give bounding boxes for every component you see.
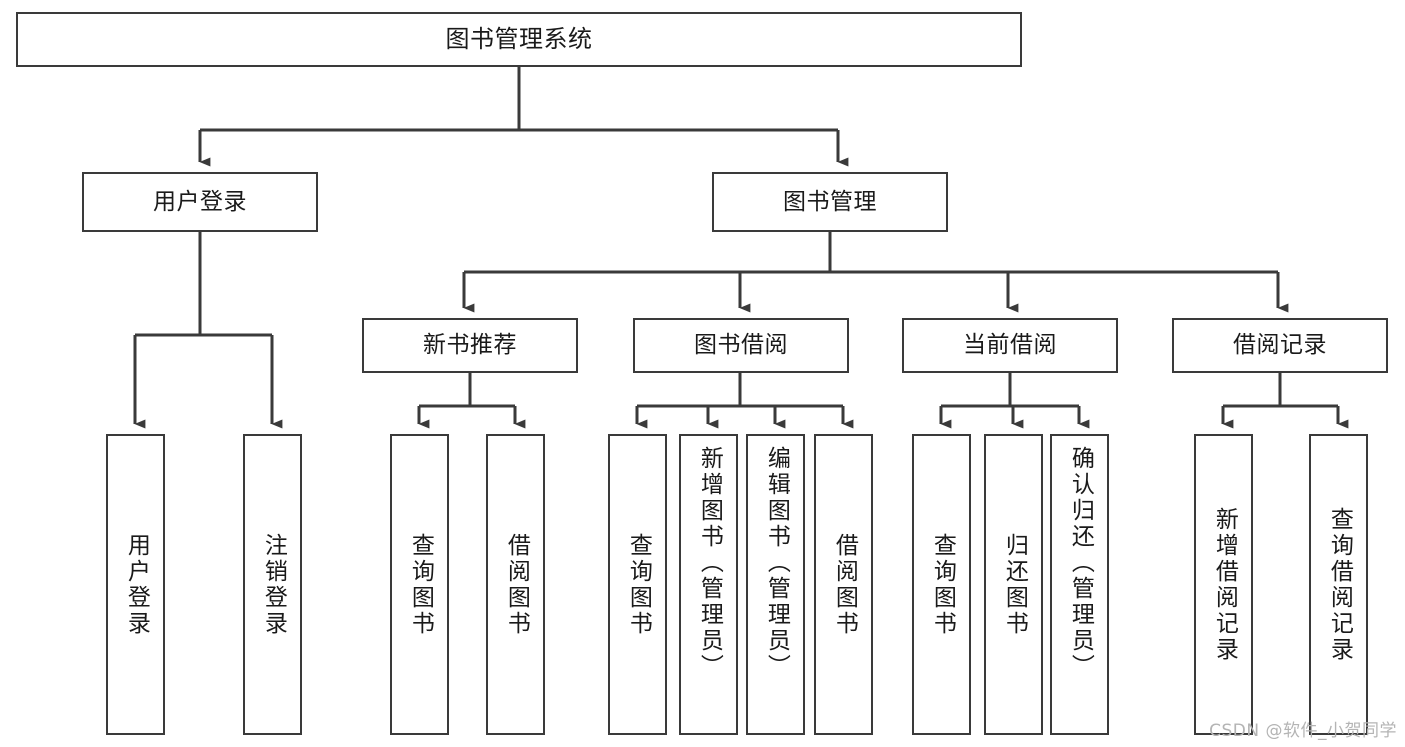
node-leaf-user-login[interactable]: 用户登录 bbox=[106, 434, 165, 735]
node-borrow-record[interactable]: 借阅记录 bbox=[1172, 318, 1388, 373]
watermark-text: CSDN @软件_小贺同学 bbox=[1209, 721, 1397, 741]
node-leaf-cur-query-book[interactable]: 查询图书 bbox=[912, 434, 971, 735]
node-leaf-rec-borrow-book-label: 借阅图书 bbox=[503, 532, 530, 637]
node-leaf-rec-query-book-label: 查询图书 bbox=[407, 532, 434, 637]
node-leaf-user-login-label: 用户登录 bbox=[123, 532, 150, 637]
node-leaf-rec-query-book[interactable]: 查询图书 bbox=[390, 434, 449, 735]
node-book-manage-label: 图书管理 bbox=[783, 188, 877, 215]
node-leaf-borrow-query-book-label: 查询图书 bbox=[625, 532, 652, 637]
node-leaf-query-borrow-record-label: 查询借阅记录 bbox=[1326, 506, 1353, 663]
node-leaf-add-book-admin-label: 新增图书（管理员） bbox=[696, 446, 723, 680]
node-book-manage[interactable]: 图书管理 bbox=[712, 172, 948, 232]
node-leaf-borrow-query-book[interactable]: 查询图书 bbox=[608, 434, 667, 735]
node-leaf-edit-book-admin[interactable]: 编辑图书（管理员） bbox=[746, 434, 805, 735]
node-borrow-record-label: 借阅记录 bbox=[1233, 332, 1327, 359]
node-new-book-recommend-label: 新书推荐 bbox=[423, 332, 517, 359]
node-leaf-edit-book-admin-label: 编辑图书（管理员） bbox=[763, 446, 790, 680]
node-leaf-add-borrow-record-label: 新增借阅记录 bbox=[1211, 506, 1238, 663]
node-leaf-cur-query-book-label: 查询图书 bbox=[929, 532, 956, 637]
node-leaf-add-book-admin[interactable]: 新增图书（管理员） bbox=[679, 434, 738, 735]
node-leaf-borrow-book-label: 借阅图书 bbox=[831, 532, 858, 637]
node-new-book-recommend[interactable]: 新书推荐 bbox=[362, 318, 578, 373]
node-leaf-logout-label: 注销登录 bbox=[260, 532, 287, 637]
node-leaf-add-borrow-record[interactable]: 新增借阅记录 bbox=[1194, 434, 1253, 735]
node-root-label: 图书管理系统 bbox=[445, 24, 593, 53]
node-user-login-label: 用户登录 bbox=[153, 188, 247, 215]
node-leaf-confirm-return-admin[interactable]: 确认归还（管理员） bbox=[1050, 434, 1109, 735]
node-leaf-return-book-label: 归还图书 bbox=[1001, 532, 1028, 637]
node-leaf-return-book[interactable]: 归还图书 bbox=[984, 434, 1043, 735]
node-leaf-confirm-return-admin-label: 确认归还（管理员） bbox=[1067, 446, 1094, 680]
node-leaf-logout[interactable]: 注销登录 bbox=[243, 434, 302, 735]
node-leaf-query-borrow-record[interactable]: 查询借阅记录 bbox=[1309, 434, 1368, 735]
node-current-borrow[interactable]: 当前借阅 bbox=[902, 318, 1118, 373]
node-user-login[interactable]: 用户登录 bbox=[82, 172, 318, 232]
node-leaf-rec-borrow-book[interactable]: 借阅图书 bbox=[486, 434, 545, 735]
node-current-borrow-label: 当前借阅 bbox=[963, 332, 1057, 359]
node-book-borrow[interactable]: 图书借阅 bbox=[633, 318, 849, 373]
node-leaf-borrow-book[interactable]: 借阅图书 bbox=[814, 434, 873, 735]
node-root[interactable]: 图书管理系统 bbox=[16, 12, 1022, 67]
node-book-borrow-label: 图书借阅 bbox=[694, 332, 788, 359]
